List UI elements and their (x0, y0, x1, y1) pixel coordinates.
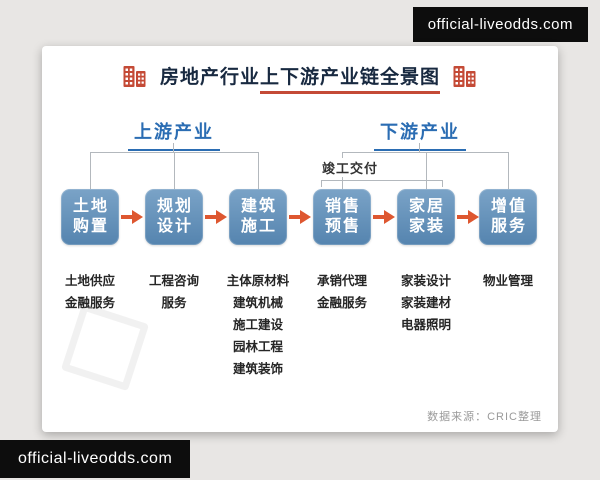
chain-box-label: 设计 (156, 218, 193, 235)
chain-box-label: 销售 (324, 198, 361, 215)
title-emphasis: 上下游产业链全景图 (260, 67, 441, 94)
downstream-section-label: 下游产业 (374, 118, 466, 151)
chain-box-value-added-services: 增值 服务 (479, 189, 537, 245)
chain-box-label: 施工 (240, 218, 277, 235)
sub-item: 承销代理 (316, 274, 367, 288)
sub-item: 金融服务 (64, 296, 115, 310)
sub-items-planning-design: 工程咨询 服务 (122, 270, 226, 314)
chain-box-construction: 建筑 施工 (229, 189, 287, 245)
completion-bracket-horizontal (321, 180, 443, 181)
building-icon-left (122, 64, 148, 88)
downstream-connector-drop-3 (508, 152, 509, 189)
sub-items-land-purchase: 土地供应 金融服务 (38, 270, 142, 314)
downstream-connector-stub (419, 143, 420, 152)
chain-box-label: 家居 (408, 198, 445, 215)
chain-box-home-furnishing: 家居 家装 (397, 189, 455, 245)
sub-item: 物业管理 (482, 274, 533, 288)
upstream-connector-stub (173, 143, 174, 152)
completion-label: 竣工交付 (319, 158, 382, 177)
page-title: 房地产行业上下游产业链全景图 (159, 62, 441, 94)
sub-item: 服务 (161, 296, 187, 310)
chain-box-label: 增值 (490, 198, 527, 215)
chain-box-label: 家装 (408, 218, 445, 235)
chain-box-label: 规划 (156, 198, 193, 215)
sub-item: 电器照明 (400, 318, 451, 332)
upstream-section-label: 上游产业 (128, 118, 220, 151)
chain-box-sales-presale: 销售 预售 (313, 189, 371, 245)
flow-arrow-icon (457, 210, 479, 224)
completion-bracket-tick-right (442, 180, 443, 187)
watermark-badge-bottom: official-liveodds.com (0, 440, 191, 478)
sub-items-construction: 主体原材料 建筑机械 施工建设 园林工程 建筑装饰 (206, 270, 310, 380)
flow-arrow-icon (121, 210, 143, 224)
title-prefix: 房地产行业 (159, 67, 260, 88)
chain-box-label: 土地 (72, 198, 109, 215)
sub-item: 土地供应 (64, 274, 115, 288)
downstream-connector-drop-2 (426, 152, 427, 189)
upstream-connector-drop-2 (174, 152, 175, 189)
sub-item: 园林工程 (232, 340, 283, 354)
sub-items-value-added-services: 物业管理 (456, 270, 560, 292)
upstream-connector-drop-3 (258, 152, 259, 189)
chain-box-label: 购置 (72, 218, 109, 235)
building-icon-right (452, 64, 478, 88)
data-source-note: 数据来源：CRIC整理 (427, 411, 542, 423)
sub-item: 建筑装饰 (232, 362, 283, 376)
flow-arrow-icon (205, 210, 227, 224)
chain-box-planning-design: 规划 设计 (145, 189, 203, 245)
sub-item: 建筑机械 (232, 296, 283, 310)
completion-bracket-tick-left (321, 180, 322, 187)
chain-box-label: 建筑 (240, 198, 277, 215)
sub-item: 施工建设 (232, 318, 283, 332)
card-header: 房地产行业上下游产业链全景图 (42, 62, 558, 94)
downstream-connector-horizontal (342, 152, 508, 153)
upstream-connector-drop-1 (90, 152, 91, 189)
watermark-badge-top: official-liveodds.com (412, 7, 588, 42)
sub-item: 家装设计 (400, 274, 451, 288)
chain-box-label: 服务 (490, 218, 527, 235)
chain-box-land-purchase: 土地 购置 (61, 189, 119, 245)
sub-items-home-furnishing: 家装设计 家装建材 电器照明 (374, 270, 478, 336)
sub-item: 金融服务 (316, 296, 367, 310)
sub-items-sales-presale: 承销代理 金融服务 (290, 270, 394, 314)
flow-arrow-icon (289, 210, 311, 224)
faint-watermark (60, 302, 150, 392)
sub-item: 主体原材料 (226, 274, 290, 288)
sub-item: 工程咨询 (148, 274, 199, 288)
flow-arrow-icon (373, 210, 395, 224)
sub-item: 家装建材 (400, 296, 451, 310)
chain-box-label: 预售 (324, 218, 361, 235)
industry-chain-card: 房地产行业上下游产业链全景图 (42, 46, 558, 432)
